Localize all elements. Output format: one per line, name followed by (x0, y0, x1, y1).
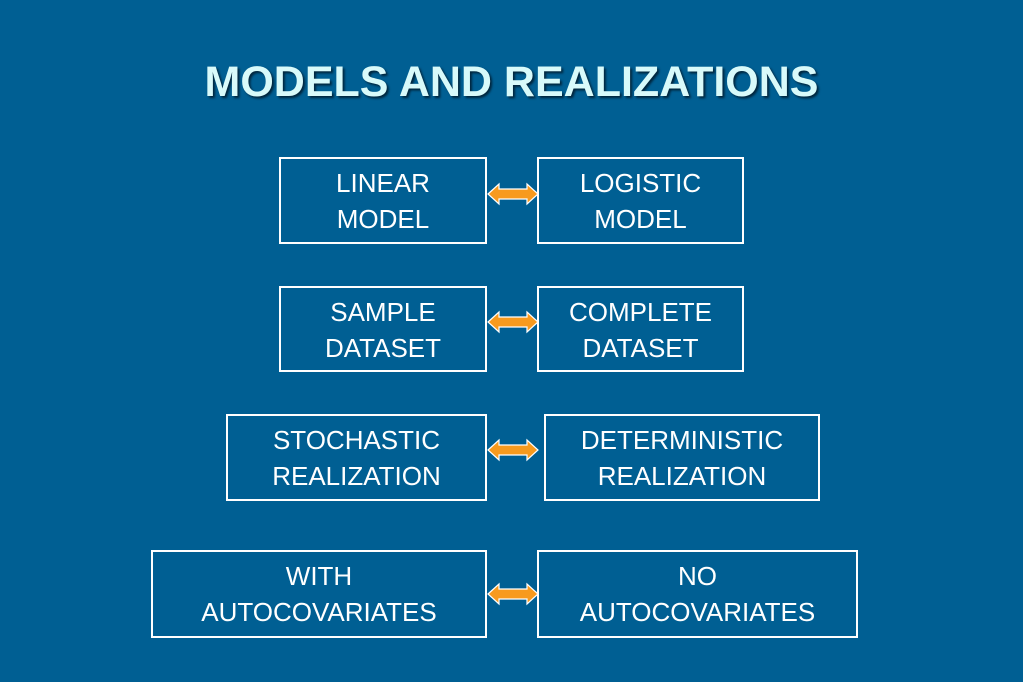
box-label-line1: DETERMINISTIC (580, 425, 784, 455)
box-label-line1: STOCHASTIC (272, 425, 441, 455)
box-label-line2: REALIZATION (597, 461, 767, 491)
double-arrow-icon (487, 582, 539, 606)
box-label-line1: LINEAR (336, 168, 430, 198)
box-with-autocovariates: WITH AUTOCOVARIATES (151, 550, 487, 638)
box-label-line1: COMPLETE (568, 297, 713, 327)
box-logistic-model: LOGISTIC MODEL (537, 157, 744, 244)
box-label-line2: DATASET (582, 333, 699, 363)
box-label-line1: SAMPLE (330, 297, 436, 327)
box-linear-model: LINEAR MODEL (279, 157, 487, 244)
box-label-line2: AUTOCOVARIATES (579, 597, 816, 627)
box-label-line2: MODEL (594, 204, 687, 234)
box-label-line1: LOGISTIC (579, 168, 702, 198)
box-label-line2: DATASET (324, 333, 442, 363)
double-arrow-icon (487, 310, 539, 334)
box-label-line1: WITH (285, 561, 353, 591)
box-label-line2: AUTOCOVARIATES (201, 597, 437, 627)
double-arrow-icon (487, 182, 539, 206)
box-complete-dataset: COMPLETE DATASET (537, 286, 744, 372)
box-sample-dataset: SAMPLE DATASET (279, 286, 487, 372)
box-label-line2: MODEL (336, 204, 430, 234)
box-label-line1: NO (678, 561, 717, 591)
box-stochastic-realization: STOCHASTIC REALIZATION (226, 414, 487, 501)
box-no-autocovariates: NO AUTOCOVARIATES (537, 550, 858, 638)
slide-title: MODELS AND REALIZATIONS (204, 58, 819, 106)
double-arrow-icon (487, 438, 539, 462)
box-deterministic-realization: DETERMINISTIC REALIZATION (544, 414, 820, 501)
box-label-line2: REALIZATION (272, 461, 441, 491)
